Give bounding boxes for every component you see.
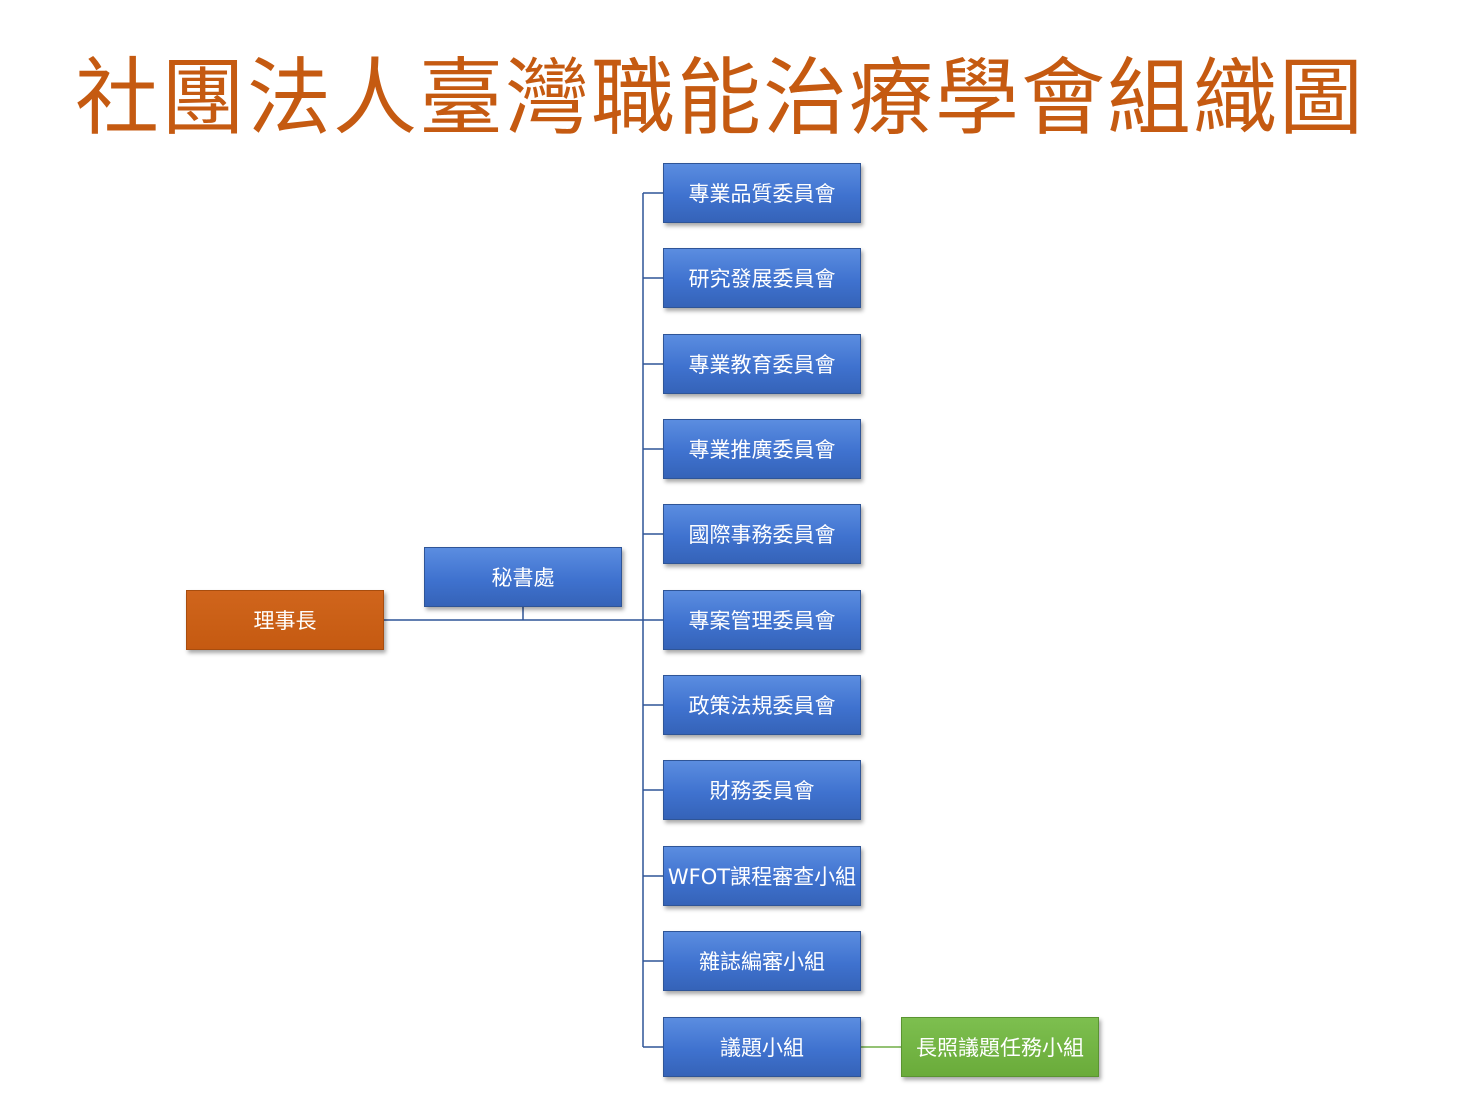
committee-node: 專業教育委員會 (663, 334, 861, 394)
committee-node: 專案管理委員會 (663, 590, 861, 650)
secretariat-label: 秘書處 (491, 566, 555, 590)
committee-label: WFOT課程審查小組 (667, 865, 857, 889)
sub-group-node: 長照議題任務小組 (901, 1017, 1099, 1077)
chair-node: 理事長 (186, 590, 384, 650)
committee-node: 研究發展委員會 (663, 248, 861, 308)
committee-label: 財務委員會 (709, 779, 815, 803)
chart-title: 社團法人臺灣職能治療學會組織圖 (74, 49, 1365, 147)
committee-node: 財務委員會 (663, 760, 861, 820)
committee-label: 政策法規委員會 (688, 694, 836, 718)
committee-node: 議題小組 (663, 1017, 861, 1077)
committee-label: 專業品質委員會 (688, 182, 836, 206)
chair-label: 理事長 (253, 609, 317, 633)
committee-node: 專業品質委員會 (663, 163, 861, 223)
committee-node: 雜誌編審小組 (663, 931, 861, 991)
secretariat-node: 秘書處 (424, 547, 622, 607)
committee-node: 國際事務委員會 (663, 504, 861, 564)
committee-label: 研究發展委員會 (688, 267, 836, 291)
committee-label: 專業教育委員會 (688, 353, 836, 377)
committee-label: 專業推廣委員會 (688, 438, 836, 462)
committee-node: WFOT課程審查小組 (663, 846, 861, 906)
committee-label: 專案管理委員會 (688, 609, 836, 633)
sub-group-label: 長照議題任務小組 (916, 1036, 1084, 1060)
committee-label: 雜誌編審小組 (699, 950, 825, 974)
committee-node: 政策法規委員會 (663, 675, 861, 735)
committee-label: 議題小組 (720, 1036, 804, 1060)
committee-node: 專業推廣委員會 (663, 419, 861, 479)
committee-label: 國際事務委員會 (688, 523, 836, 547)
